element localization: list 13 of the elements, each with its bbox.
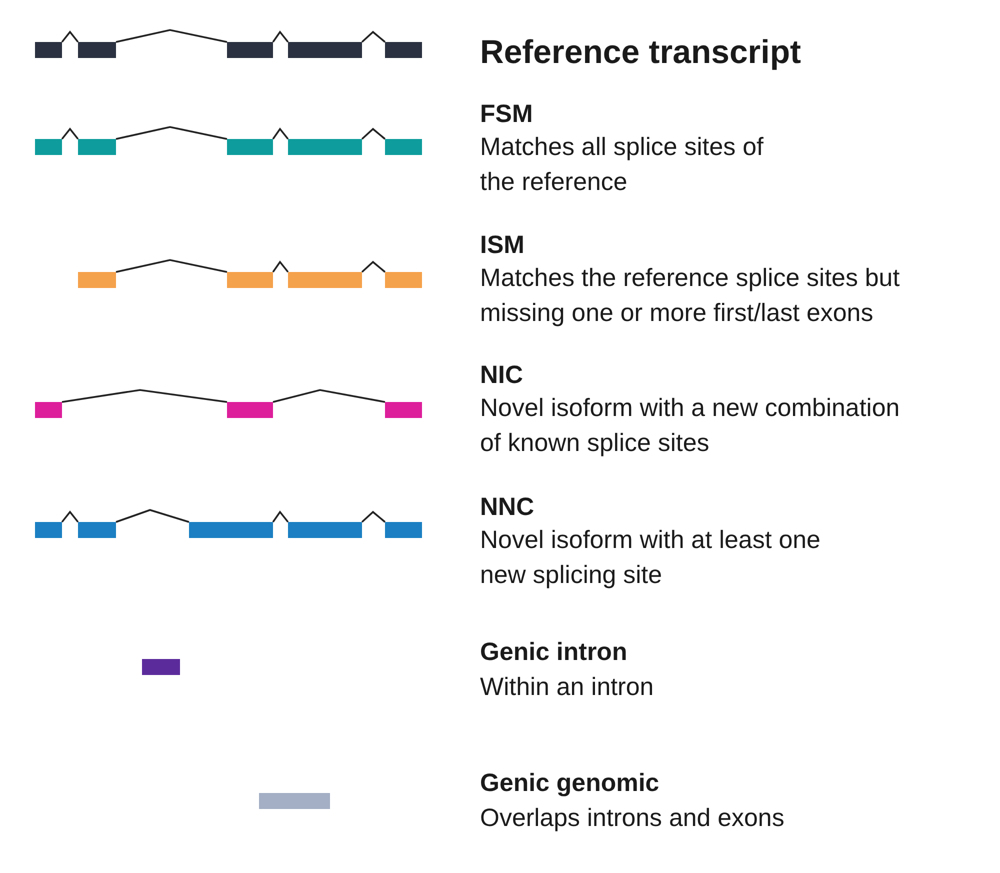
heading-text: NIC — [480, 360, 524, 391]
heading-text: Genic genomic — [480, 768, 660, 799]
description-text: Within an intron — [480, 672, 655, 703]
heading-text: FSM — [480, 99, 534, 130]
heading-text: ISM — [480, 230, 526, 261]
description-text: Novel isoform with a new combination of known splice sites — [480, 393, 901, 459]
description-text: Matches the reference splice sites but missing one or more first/last exons — [480, 263, 901, 329]
heading-text: Genic intron — [480, 637, 628, 668]
title-text: Reference transcript — [480, 32, 802, 72]
description-text: Novel isoform with at least one new splicing site — [480, 525, 822, 591]
description-text: Matches all splice sites of the reference — [480, 132, 764, 198]
description-text: Overlaps introns and exons — [480, 803, 786, 834]
heading-text: NNC — [480, 492, 536, 523]
